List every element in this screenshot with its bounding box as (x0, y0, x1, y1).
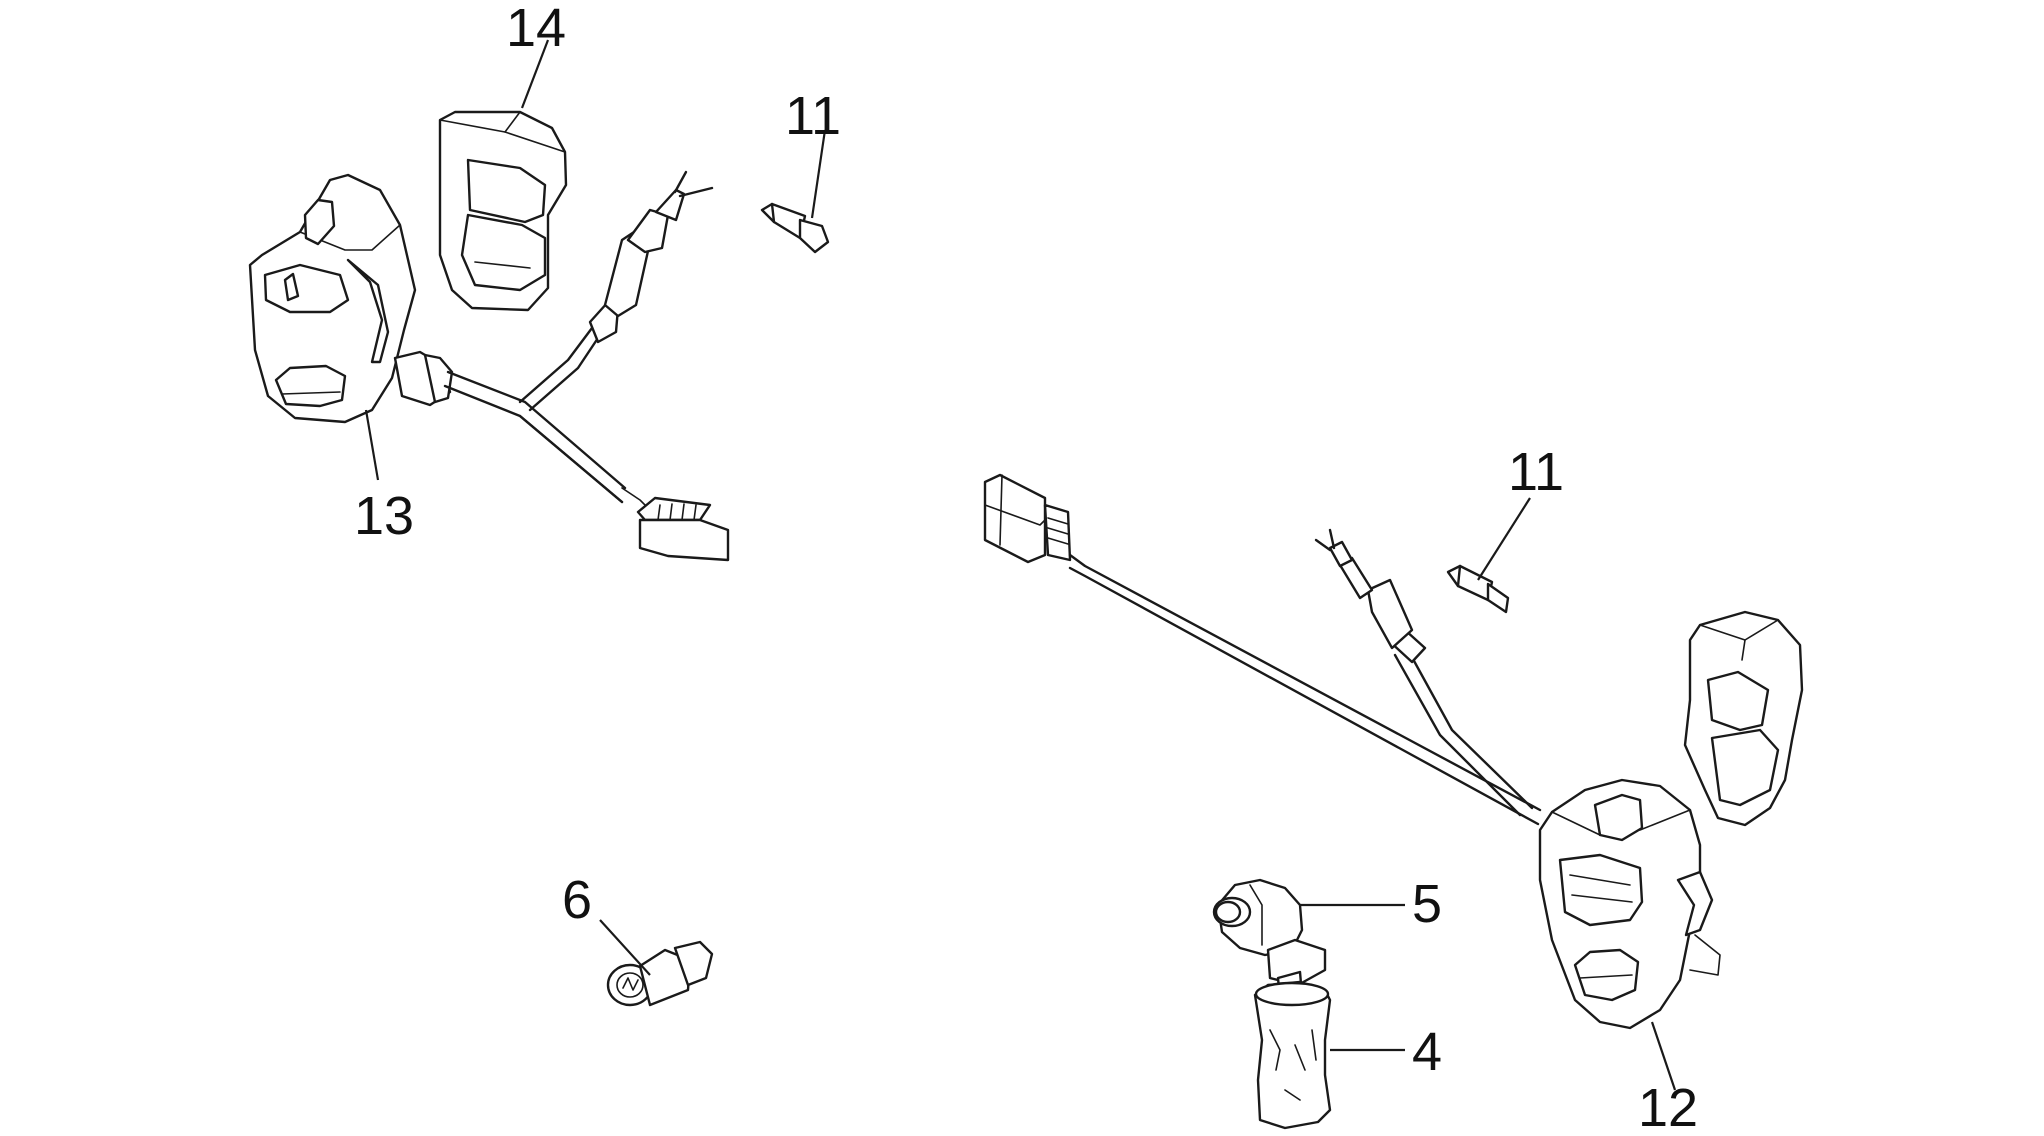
right-wiring-harness (983, 473, 1542, 826)
part-6-socket (606, 940, 714, 1007)
callout-14: 14 (506, 0, 566, 58)
callout-11-upper: 11 (785, 86, 841, 146)
part-5-ignition-switch (1212, 878, 1327, 1002)
part-4-grip-sleeve (1253, 980, 1332, 1130)
part-13-handlebar-switch-left (248, 173, 454, 424)
left-wiring-harness (443, 170, 730, 562)
leader-lines (364, 39, 1677, 1091)
callout-11-lower: 11 (1508, 442, 1564, 502)
callout-4: 4 (1412, 1022, 1442, 1082)
callout-6: 6 (562, 870, 592, 930)
callout-13: 13 (354, 486, 414, 546)
part-11-bulb-lower (1446, 564, 1510, 614)
part-11-bulb-upper (760, 202, 830, 254)
callout-5: 5 (1412, 874, 1442, 934)
part-14-switch-cover-left (438, 110, 568, 312)
callout-12: 12 (1638, 1078, 1698, 1131)
part-12-handlebar-switch-right (1538, 778, 1721, 1030)
switch-cover-right (1683, 610, 1804, 827)
